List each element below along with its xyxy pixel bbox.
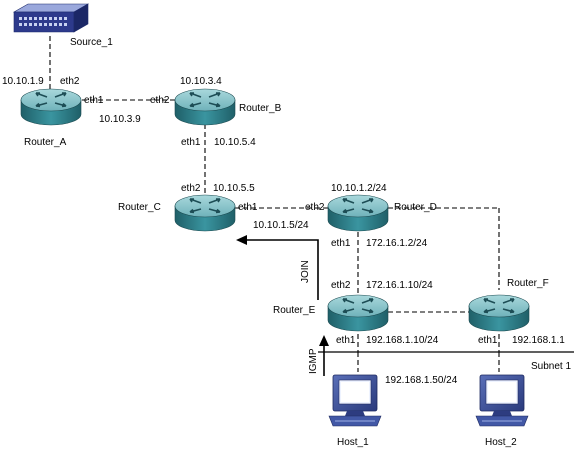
- router-b-label: Router_B: [239, 103, 282, 114]
- link-ab-ip: 10.10.3.9: [99, 114, 141, 125]
- router-a-eth1: eth1: [84, 95, 104, 106]
- router-e-icon: [327, 294, 389, 332]
- router-d-ip-down: 172.16.1.2/24: [366, 238, 428, 249]
- router-a-ip-source: 10.10.1.9: [2, 76, 44, 87]
- router-d-label: Router_D: [394, 202, 437, 213]
- router-c-label: Router_C: [118, 202, 161, 213]
- subnet-1-label: Subnet 1: [531, 361, 571, 372]
- router-e-ip-down: 192.168.1.10/24: [366, 335, 439, 346]
- router-b-eth1: eth1: [181, 137, 201, 148]
- join-label: JOIN: [300, 260, 311, 283]
- host-1-ip: 192.168.1.50/24: [385, 375, 458, 386]
- router-a-eth2: eth2: [60, 76, 80, 87]
- router-f-eth1: eth1: [478, 335, 498, 346]
- router-b-ip-down: 10.10.5.4: [214, 137, 256, 148]
- router-d-ip-top: 10.10.1.2/24: [331, 183, 387, 194]
- router-e-eth2: eth2: [331, 280, 351, 291]
- host-1-label: Host_1: [337, 437, 369, 448]
- router-f-label: Router_F: [507, 278, 549, 289]
- router-c-ip-right: 10.10.1.5/24: [253, 220, 309, 231]
- source-switch: [12, 3, 90, 33]
- router-d-eth1: eth1: [331, 238, 351, 249]
- router-c-eth1: eth1: [238, 202, 258, 213]
- router-a-icon: [20, 88, 82, 126]
- router-b-icon: [174, 88, 236, 126]
- router-c-icon: [174, 194, 236, 232]
- router-e-ip-up: 172.16.1.10/24: [366, 280, 433, 291]
- router-e-eth1: eth1: [336, 335, 356, 346]
- igmp-label: IGMP: [308, 348, 319, 374]
- host-1-icon: [328, 374, 382, 427]
- router-b-ip-top: 10.10.3.4: [180, 76, 222, 87]
- router-c-ip-up: 10.10.5.5: [213, 183, 255, 194]
- router-c-eth2: eth2: [181, 183, 201, 194]
- router-d-icon: [327, 194, 389, 232]
- router-f-ip-down: 192.168.1.1: [512, 335, 565, 346]
- router-b-eth2: eth2: [150, 95, 170, 106]
- router-d-eth2: eth2: [305, 202, 325, 213]
- router-e-label: Router_E: [273, 305, 316, 316]
- join-arrowhead: [236, 235, 247, 245]
- router-f-icon: [468, 294, 530, 332]
- host-2-label: Host_2: [485, 437, 517, 448]
- source-1-label: Source_1: [70, 37, 113, 48]
- join-arrow: [246, 239, 319, 300]
- igmp-arrowhead: [319, 335, 329, 346]
- host-2-icon: [475, 374, 529, 427]
- router-a-label: Router_A: [24, 137, 67, 148]
